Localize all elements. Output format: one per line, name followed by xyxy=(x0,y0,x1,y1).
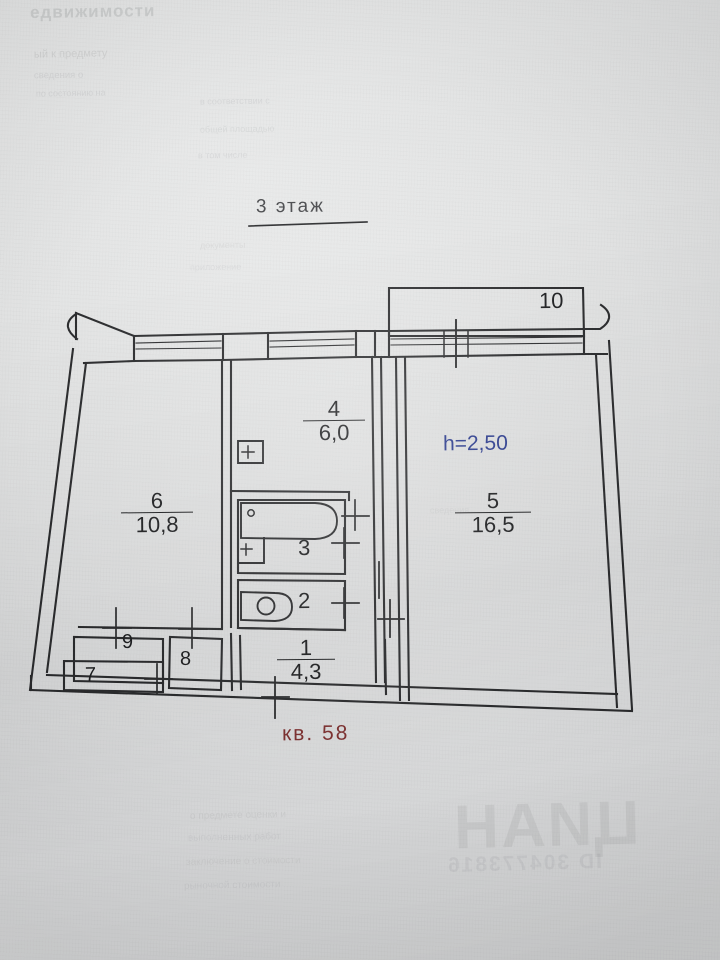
hall-bathblock-bottom xyxy=(236,626,347,632)
window-glazing-6b xyxy=(135,347,222,350)
room1-left-wall-inner xyxy=(238,634,243,691)
bathtub-drain-icon xyxy=(247,509,255,517)
room-label-3: 3 xyxy=(297,534,311,561)
room5-left-wall-outer xyxy=(394,356,402,702)
apartment-number-label: кв. 58 xyxy=(281,721,350,746)
page-title: 3 этаж xyxy=(255,195,325,218)
room-area-6: 10,8 xyxy=(120,512,194,538)
room-label-4: 4 6,0 xyxy=(302,395,366,446)
window-glazing-5a xyxy=(390,336,583,340)
top-wall-inner xyxy=(82,352,609,365)
room4-right-wall-outer xyxy=(379,355,387,684)
room-label-6: 6 10,8 xyxy=(120,487,194,538)
room-number-4: 4 xyxy=(327,395,341,422)
room1-left-wall xyxy=(229,632,234,692)
room1-right-wall xyxy=(383,638,388,696)
room-area-4: 6,0 xyxy=(302,420,366,446)
room-label-8: 8 xyxy=(179,647,192,671)
room5-left-wall-inner xyxy=(403,356,411,702)
toilet-fixture xyxy=(240,591,293,622)
room-label-5: 5 16,5 xyxy=(454,487,532,538)
left-exterior-wall-inner xyxy=(45,361,88,674)
ceiling-height-label: h=2,50 xyxy=(442,431,508,456)
bathtub-fixture xyxy=(240,502,338,540)
closet-7-outline xyxy=(62,659,165,694)
closet-8-outline xyxy=(167,635,224,692)
bottom-exterior-wall-inner xyxy=(45,673,619,696)
room-label-7: 7 xyxy=(84,663,97,687)
bottom-exterior-wall-outer xyxy=(29,688,634,713)
room-label-9: 9 xyxy=(121,630,134,654)
room-area-5: 16,5 xyxy=(454,512,532,538)
window-glazing-5b xyxy=(390,342,583,346)
room-number-6: 6 xyxy=(150,487,164,514)
title-underline xyxy=(248,221,368,227)
room-number-1: 1 xyxy=(299,634,313,661)
sink-fixture xyxy=(237,537,265,564)
room-label-1: 1 4,3 xyxy=(276,634,336,685)
room-label-2: 2 xyxy=(297,587,311,614)
top-wall-outer xyxy=(66,303,611,341)
window-glazing-6a xyxy=(135,340,222,344)
room-label-10: 10 xyxy=(538,287,564,314)
toilet-bowl-icon xyxy=(256,596,276,616)
right-exterior-wall-outer xyxy=(607,339,634,711)
room-number-5: 5 xyxy=(486,487,500,514)
room-area-1: 4,3 xyxy=(276,659,336,685)
room4-right-wall-inner xyxy=(370,355,378,684)
room4-bottom-wall xyxy=(229,489,351,494)
left-exterior-wall-outer xyxy=(28,347,75,692)
window-glazing-4a xyxy=(269,338,355,342)
stove-fixture xyxy=(237,440,264,464)
right-exterior-wall-inner xyxy=(594,353,619,709)
window-glazing-4b xyxy=(269,344,355,348)
